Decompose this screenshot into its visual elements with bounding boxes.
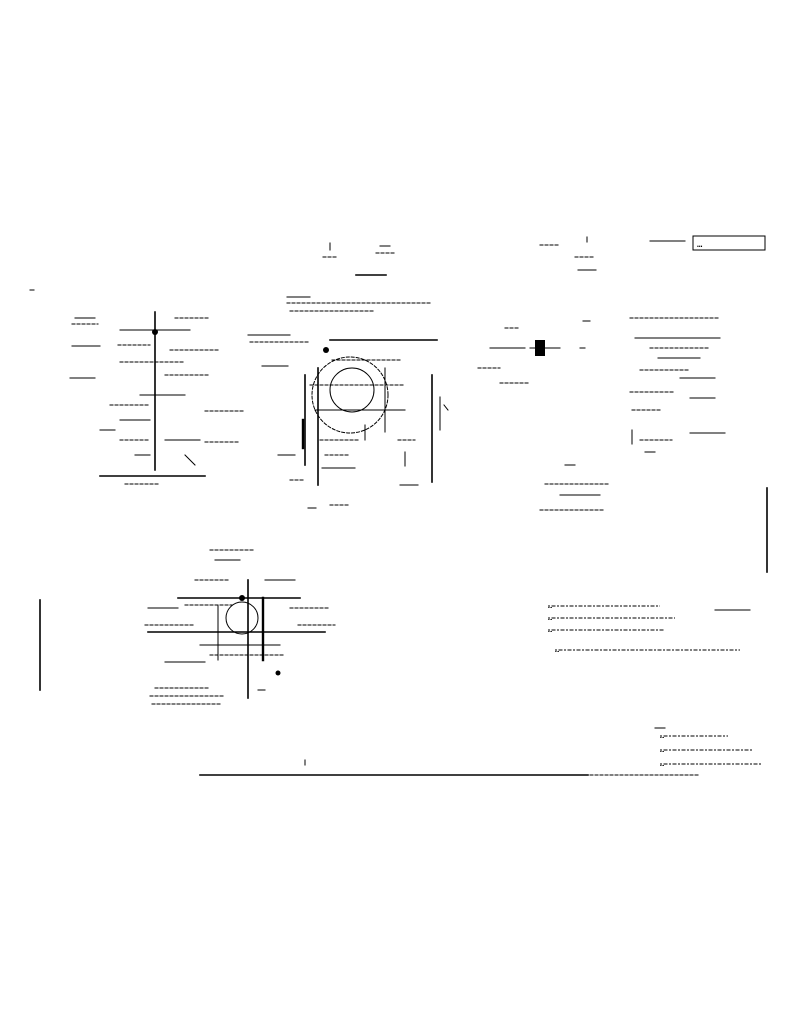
view-circular-section xyxy=(247,296,449,509)
notes-line-1: … xyxy=(548,602,552,610)
view-right-detail xyxy=(539,317,726,511)
sheet-frame xyxy=(29,289,768,776)
title-line-1: … xyxy=(660,732,664,740)
header-marks xyxy=(322,236,686,276)
drawing-number-block: … xyxy=(692,235,766,251)
title-line-3: … xyxy=(660,760,664,768)
title-line-2: … xyxy=(660,746,664,754)
view-small-component xyxy=(477,320,591,384)
notes-line-3: … xyxy=(548,626,552,634)
title-block: … … … xyxy=(654,727,762,768)
notes-block: … … … … xyxy=(548,602,751,654)
notes-line-2: … xyxy=(548,614,552,622)
view-lower-assembly xyxy=(144,549,336,705)
notes-footer: … xyxy=(555,646,559,654)
drawing-number-text: … xyxy=(697,240,703,250)
view-left-schematic xyxy=(69,311,246,485)
